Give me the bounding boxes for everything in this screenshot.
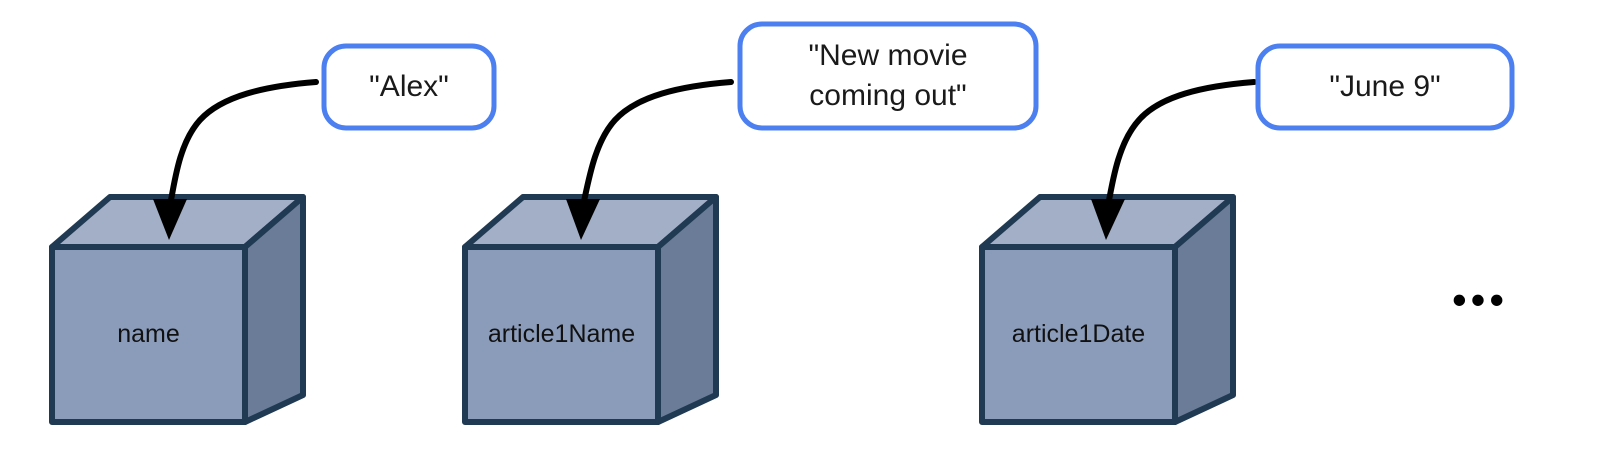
value-bubble-june-9[interactable]: [1255, 43, 1515, 131]
arrow-curve: [167, 79, 319, 209]
arrow-curve: [580, 79, 734, 209]
cube-article1date[interactable]: [979, 194, 1236, 425]
arrow-head: [566, 199, 600, 240]
arrow-head: [1091, 199, 1125, 240]
arrow-june9-to-article1date: [1091, 79, 1257, 240]
cube-front-face: [49, 244, 248, 425]
arrow-curve: [1105, 79, 1257, 209]
cube-name[interactable]: [49, 194, 306, 425]
arrow-head: [153, 199, 187, 240]
value-bubble-alex[interactable]: [321, 43, 497, 131]
cube-front-face: [979, 244, 1178, 425]
arrow-newmovie-to-article1name: [566, 79, 734, 240]
value-bubble-new-movie-coming-out[interactable]: [737, 21, 1039, 131]
arrow-alex-to-name: [153, 79, 319, 240]
ellipsis-more-properties: •••: [1451, 276, 1509, 323]
cube-front-face: [462, 244, 661, 425]
cube-article1name[interactable]: [462, 194, 719, 425]
